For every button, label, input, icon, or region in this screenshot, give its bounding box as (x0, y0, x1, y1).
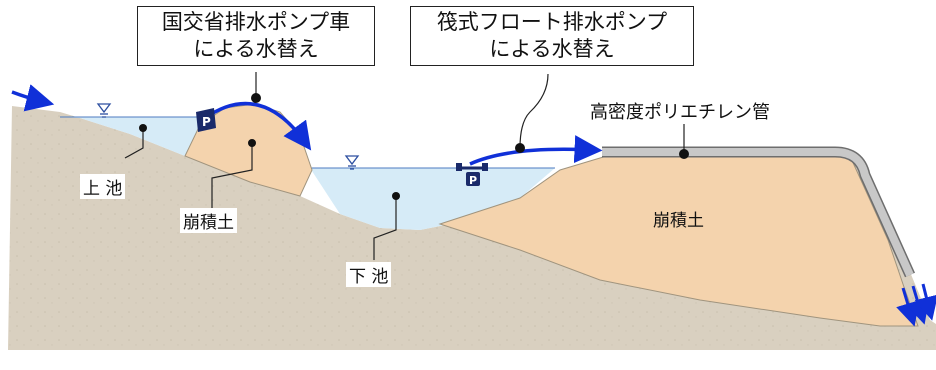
svg-text:P: P (469, 174, 477, 187)
raft-pump-icon: P (456, 163, 488, 187)
inflow-arrow (11, 84, 55, 112)
label-debris-right: 崩積土 (653, 211, 704, 231)
raft-pump-flow-arrow (469, 135, 603, 166)
pump-truck-flow-arrow (204, 101, 312, 151)
leader-dots (139, 93, 689, 200)
pump-truck-icon: P (196, 108, 216, 132)
upper-pond-water (60, 117, 205, 156)
hdpe-pipe-fill (602, 148, 914, 277)
callout-raft-pump: 筏式フロート排水ポンプ による水替え (410, 6, 694, 66)
label-upper-pond: 上 池 (80, 174, 126, 199)
label-debris-left: 崩積土 (180, 208, 237, 233)
svg-text:P: P (202, 115, 211, 129)
callout-pump-truck: 国交省排水ポンプ車 による水替え (137, 6, 375, 66)
callout-raft-pump-line1: 筏式フロート排水ポンプ (436, 10, 668, 34)
label-lower-pond: 下 池 (346, 262, 392, 287)
callout-pump-truck-line2: による水替え (193, 37, 319, 61)
callout-raft-pump-line2: による水替え (489, 37, 615, 61)
callout-pump-truck-line1: 国交省排水ポンプ車 (161, 10, 351, 34)
water-level-symbol-lower (344, 155, 360, 170)
outflow-arrows (896, 283, 936, 327)
label-pipe: 高密度ポリエチレン管 (590, 102, 770, 123)
water-level-symbol-upper (96, 103, 112, 118)
lower-pond-water (310, 168, 555, 230)
